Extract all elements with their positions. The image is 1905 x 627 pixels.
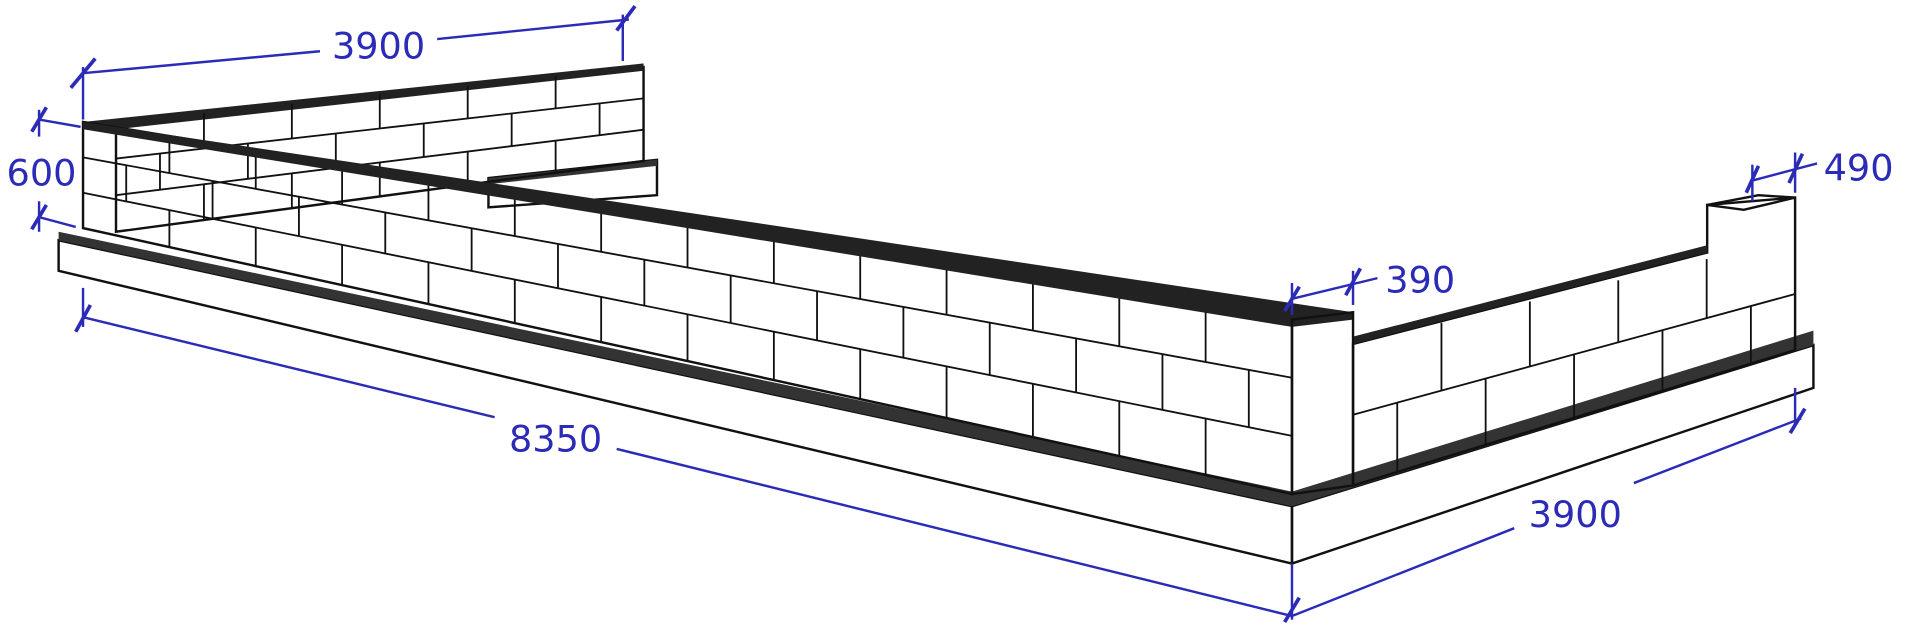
- dimension-label: 600: [7, 151, 77, 194]
- dimension-label: 3900: [332, 25, 425, 68]
- dimension-front-length: 8350: [74, 287, 1293, 618]
- dimension-wall-thickness: 390: [1283, 259, 1455, 315]
- dimension-side-length: 3900: [1283, 387, 1807, 624]
- right-wall: [1351, 193, 1797, 488]
- dimension-pillar-thickness: 490: [1744, 147, 1894, 202]
- dimension-label: 490: [1824, 147, 1894, 190]
- dimension-label: 8350: [509, 417, 602, 460]
- front-wall: [81, 120, 1355, 496]
- corner-column: [1290, 310, 1355, 496]
- waterproofing-layer: [58, 231, 1814, 507]
- end-pillar-top: [1706, 193, 1796, 212]
- dimension-label: 390: [1385, 259, 1455, 302]
- dimension-wall-height: 600: [7, 106, 81, 232]
- dimension-back-length: 3900: [69, 5, 637, 120]
- dimension-label: 3900: [1529, 493, 1622, 536]
